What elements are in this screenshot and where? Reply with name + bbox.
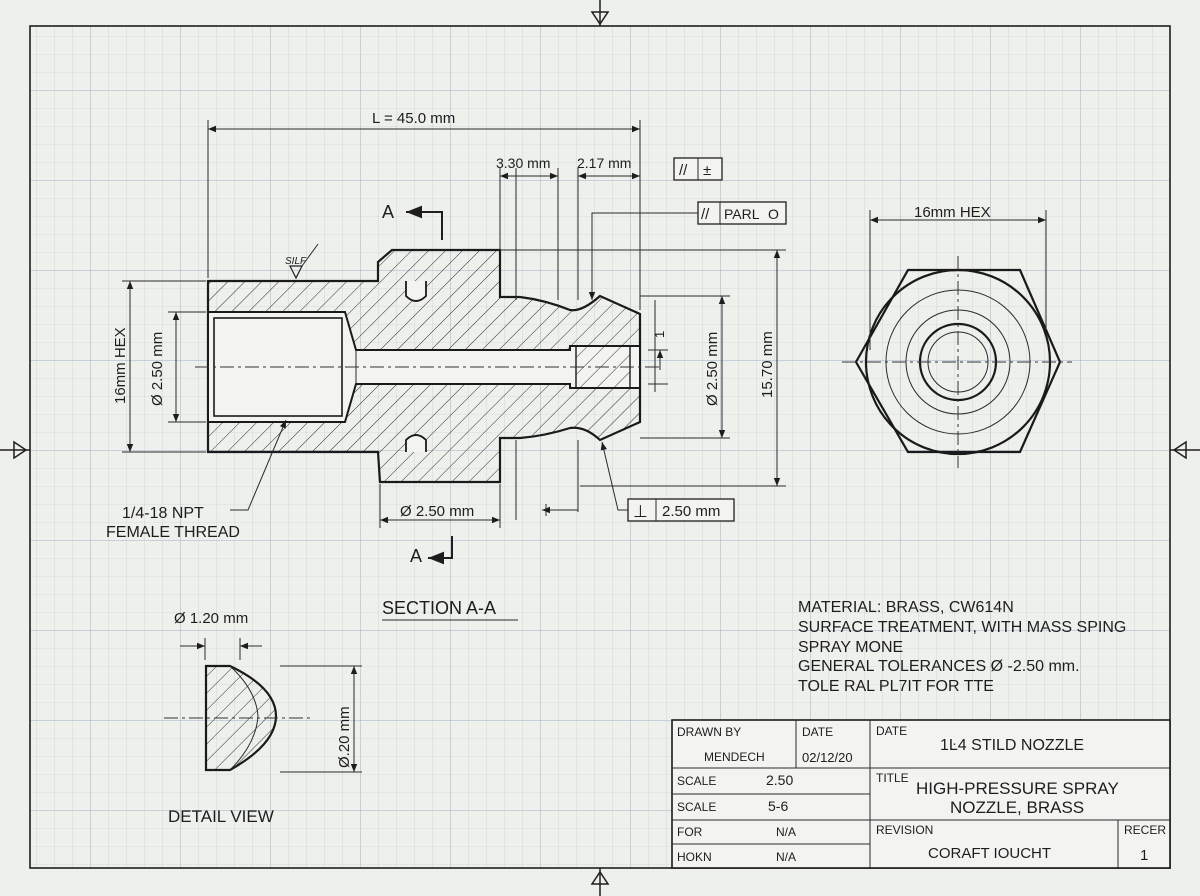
svg-text:SILF: SILF — [285, 256, 307, 267]
drawing-date: 02/12/20 — [802, 750, 853, 765]
thread-note-line1: 1/4-18 NPT — [122, 505, 204, 522]
svg-text:DATE: DATE — [802, 725, 833, 739]
svg-text:HOKN: HOKN — [677, 850, 712, 864]
hokn-value: N/A — [776, 850, 796, 864]
note-2: SURFACE TREATMENT, WITH MASS SPING — [798, 619, 1126, 636]
scale-value-2: 5-6 — [768, 798, 788, 814]
drawing-title-line1: HIGH-PRESSURE SPRAY — [916, 779, 1119, 798]
drawing-title-line2: NOZZLE, BRASS — [950, 798, 1084, 817]
overall-length-label: L = 45.0 mm — [372, 110, 455, 127]
surface-finish-symbol: SILF — [285, 243, 319, 280]
svg-text:DRAWN BY: DRAWN BY — [677, 725, 741, 739]
svg-text:PARL: PARL — [724, 206, 760, 222]
detail-height: Ø.20 mm — [336, 706, 353, 768]
tolerance-frame-parlo: // PARL O — [588, 201, 787, 300]
bore-diameter-left: Ø 2.50 mm — [149, 332, 166, 406]
overall-height: 15.70 mm — [759, 331, 776, 398]
note-4: GENERAL TOLERANCES Ø -2.50 mm. — [798, 658, 1080, 675]
title-block: DRAWN BY MENDECH DATE 02/12/20 DATE 1Ŀ4 … — [671, 719, 1171, 869]
revision-value: CORAFT IOUCHT — [928, 845, 1051, 862]
general-notes: MATERIAL: BRASS, CW614N SURFACE TREATMEN… — [798, 599, 1126, 695]
dim-right-diameter: Ø 2.50 mm — [640, 295, 730, 439]
recer-value: 1 — [1140, 847, 1148, 864]
dim-bottom-diameter: Ø 2.50 mm — [379, 484, 501, 528]
note-3: SPRAY MONE — [798, 639, 903, 656]
groove-diameter: Ø 2.50 mm — [400, 503, 474, 520]
svg-text:⊥: ⊥ — [633, 502, 648, 521]
scale-value: 2.50 — [766, 772, 793, 788]
tip-diameter: Ø 2.50 mm — [704, 332, 721, 406]
svg-text:±: ± — [703, 162, 711, 179]
note-5: TOLE RAL PL7IT FOR TTE — [798, 678, 994, 695]
section-marker-letter: A — [382, 202, 394, 222]
dim-tip-lengths: 3.30 mm 2.17 mm — [496, 155, 640, 300]
thread-callout: 1/4-18 NPT FEMALE THREAD — [106, 419, 287, 541]
svg-text:DATE: DATE — [876, 724, 907, 738]
tip-length-1: 3.30 mm — [496, 155, 550, 171]
svg-text:RECER: RECER — [1124, 823, 1166, 837]
dim-overall-length: L = 45.0 mm — [207, 110, 641, 310]
tolerance-frame-perp: ⊥ 2.50 mm — [600, 441, 735, 522]
svg-text:REVISION: REVISION — [876, 823, 933, 837]
section-title: SECTION A-A — [382, 598, 496, 618]
svg-text:1: 1 — [652, 331, 667, 338]
perp-tolerance: 2.50 mm — [662, 503, 720, 520]
svg-text:SCALE: SCALE — [677, 774, 716, 788]
dim-left-diameter: Ø 2.50 mm — [149, 311, 206, 423]
tip-length-2: 2.17 mm — [577, 155, 631, 171]
dim-tip-markers: 1 — [515, 300, 668, 520]
for-value: N/A — [776, 825, 796, 839]
svg-text:SCALE: SCALE — [677, 800, 716, 814]
svg-text:FOR: FOR — [677, 825, 703, 839]
svg-text:A: A — [410, 546, 422, 566]
svg-text:TITLE: TITLE — [876, 771, 909, 785]
part-number: 1Ŀ4 STILD NOZZLE — [940, 737, 1084, 754]
hex-end-view: 16mm HEX — [842, 204, 1072, 468]
note-1: MATERIAL: BRASS, CW614N — [798, 599, 1014, 616]
hex-size-left: 16mm HEX — [112, 327, 129, 404]
section-marker-bottom: A — [410, 536, 453, 566]
detail-view-title: DETAIL VIEW — [168, 807, 274, 826]
svg-text://: // — [679, 162, 688, 179]
dim-right-height: 15.70 mm — [500, 249, 786, 487]
hex-size-end: 16mm HEX — [914, 204, 991, 221]
dim-left-hex: 16mm HEX — [112, 280, 206, 453]
svg-text:O: O — [768, 206, 779, 222]
detail-diameter: Ø 1.20 mm — [174, 610, 248, 627]
thread-note-line2: FEMALE THREAD — [106, 524, 240, 541]
detail-view: Ø 1.20 mm Ø.20 mm DETAIL VIEW — [164, 610, 362, 826]
section-view — [195, 248, 660, 484]
svg-text://: // — [701, 206, 710, 223]
tolerance-frame-top: // ± — [673, 157, 723, 181]
drawn-by-name: MENDECH — [704, 750, 765, 764]
section-marker-top: A — [382, 202, 443, 240]
